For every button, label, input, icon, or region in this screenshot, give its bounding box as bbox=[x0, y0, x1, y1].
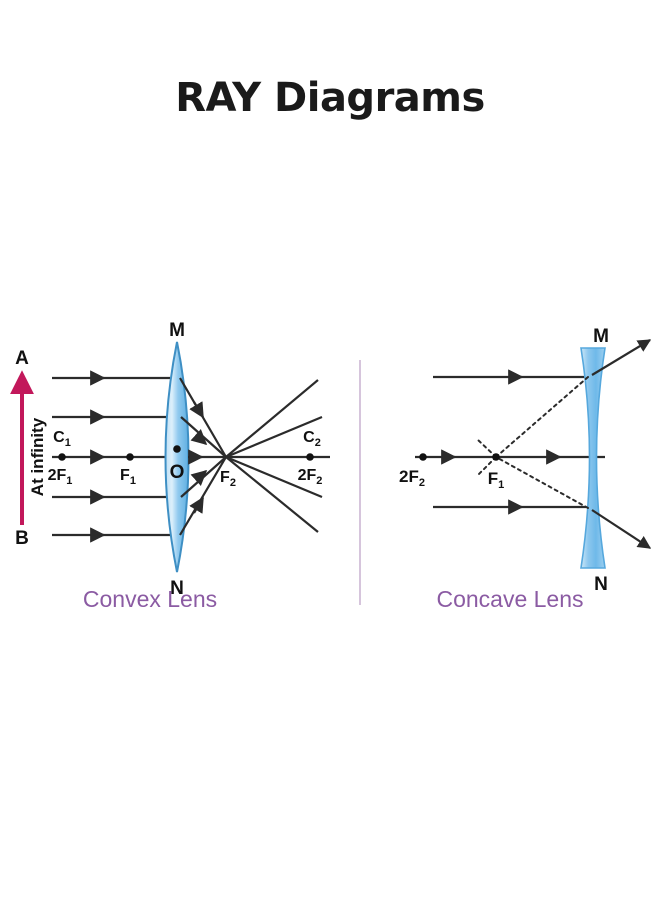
label-2F1-sub: 1 bbox=[66, 475, 72, 487]
label-2F1: 2F bbox=[48, 467, 67, 484]
label-group-2F2: C2 2F2 bbox=[298, 429, 323, 487]
arrowhead-refracted-1 bbox=[189, 401, 204, 419]
virtual-extension-top bbox=[495, 376, 589, 458]
svg-text:C2: C2 bbox=[303, 429, 321, 449]
label-C1: C bbox=[53, 429, 65, 446]
convex-refracted-arrowheads bbox=[188, 401, 208, 514]
virtual-extension-stub-upleft bbox=[477, 439, 497, 458]
label-F1: F bbox=[120, 467, 130, 484]
label-concave-2F2: 2F bbox=[399, 467, 419, 486]
convex-diverging-rays bbox=[225, 379, 323, 533]
point-O-dot bbox=[173, 445, 181, 453]
label-optical-center-O: O bbox=[170, 462, 185, 483]
label-F1-sub: 1 bbox=[130, 475, 136, 487]
point-2F1-dot bbox=[58, 453, 66, 461]
ray-diagram-svg: A B At infinity M N O C1 2F1 F1 bbox=[9, 320, 652, 605]
label-group-2F1: C1 2F1 bbox=[48, 429, 73, 487]
label-C1-sub: 1 bbox=[65, 437, 71, 449]
caption-concave-lens: Concave Lens bbox=[436, 586, 584, 612]
convex-incident-arrowheads bbox=[90, 370, 106, 543]
diverging-ray-2 bbox=[225, 415, 323, 459]
label-group-F2: F2 bbox=[220, 469, 236, 489]
label-object-bottom: B bbox=[15, 528, 29, 549]
label-F2-sub: 2 bbox=[230, 477, 236, 489]
label-concave-F1: F bbox=[488, 469, 498, 488]
arrowhead-refracted-5 bbox=[189, 496, 204, 514]
label-convex-lens-bottom: N bbox=[170, 578, 184, 599]
svg-text:2F1: 2F1 bbox=[48, 467, 73, 487]
convex-incident-rays bbox=[52, 376, 170, 537]
diverging-ray-5 bbox=[225, 456, 319, 533]
diverging-ray-4 bbox=[225, 455, 323, 499]
concave-incident-rays bbox=[415, 375, 605, 509]
label-2F2: 2F bbox=[298, 467, 317, 484]
label-group-concave-F1: F1 bbox=[488, 469, 505, 491]
label-convex-lens-top: M bbox=[169, 320, 185, 341]
caption-convex-lens: Convex Lens bbox=[82, 586, 218, 612]
label-2F2-sub: 2 bbox=[316, 475, 322, 487]
page-title: RAY Diagrams bbox=[175, 75, 485, 121]
label-group-F1: F1 bbox=[120, 467, 136, 487]
convex-lens-diagram: A B At infinity M N O C1 2F1 F1 bbox=[9, 320, 330, 599]
refracted-ray-5 bbox=[179, 456, 227, 536]
label-F2: F bbox=[220, 469, 230, 486]
label-object-top: A bbox=[15, 348, 29, 369]
label-concave-lens-top: M bbox=[593, 326, 609, 347]
arrowhead-refracted-4 bbox=[190, 469, 208, 486]
diverged-ray-top bbox=[591, 339, 652, 376]
diverging-ray-1 bbox=[225, 379, 319, 458]
virtual-extension-stub-downleft bbox=[477, 456, 497, 476]
concave-point-2F2-dot bbox=[419, 453, 427, 461]
label-concave-lens-bottom: N bbox=[594, 574, 608, 595]
label-C2: C bbox=[303, 429, 315, 446]
point-2F2-dot bbox=[306, 453, 314, 461]
ray-diagram-figure: A B At infinity M N O C1 2F1 F1 bbox=[0, 320, 660, 640]
convex-lens-body bbox=[164, 341, 190, 573]
label-C2-sub: 2 bbox=[315, 437, 321, 449]
svg-text:C1: C1 bbox=[53, 429, 71, 449]
concave-point-F1-dot bbox=[492, 453, 500, 461]
diverged-ray-bottom bbox=[591, 509, 652, 549]
concave-lens-body bbox=[580, 347, 606, 569]
label-concave-F1-sub: 1 bbox=[498, 479, 504, 491]
label-at-infinity: At infinity bbox=[28, 417, 47, 496]
label-concave-2F2-sub: 2 bbox=[419, 477, 425, 489]
concave-incident-arrowheads bbox=[441, 369, 562, 515]
arrowhead-refracted-2 bbox=[190, 429, 208, 446]
svg-text:2F2: 2F2 bbox=[298, 467, 323, 487]
concave-lens-diagram: M N 2F2 F1 bbox=[399, 326, 652, 595]
concave-virtual-ray-extensions bbox=[477, 376, 589, 509]
label-group-concave-2F2: 2F2 bbox=[399, 467, 425, 489]
concave-diverged-rays bbox=[591, 339, 652, 549]
point-F1-dot bbox=[126, 453, 134, 461]
virtual-extension-bottom bbox=[495, 456, 589, 509]
